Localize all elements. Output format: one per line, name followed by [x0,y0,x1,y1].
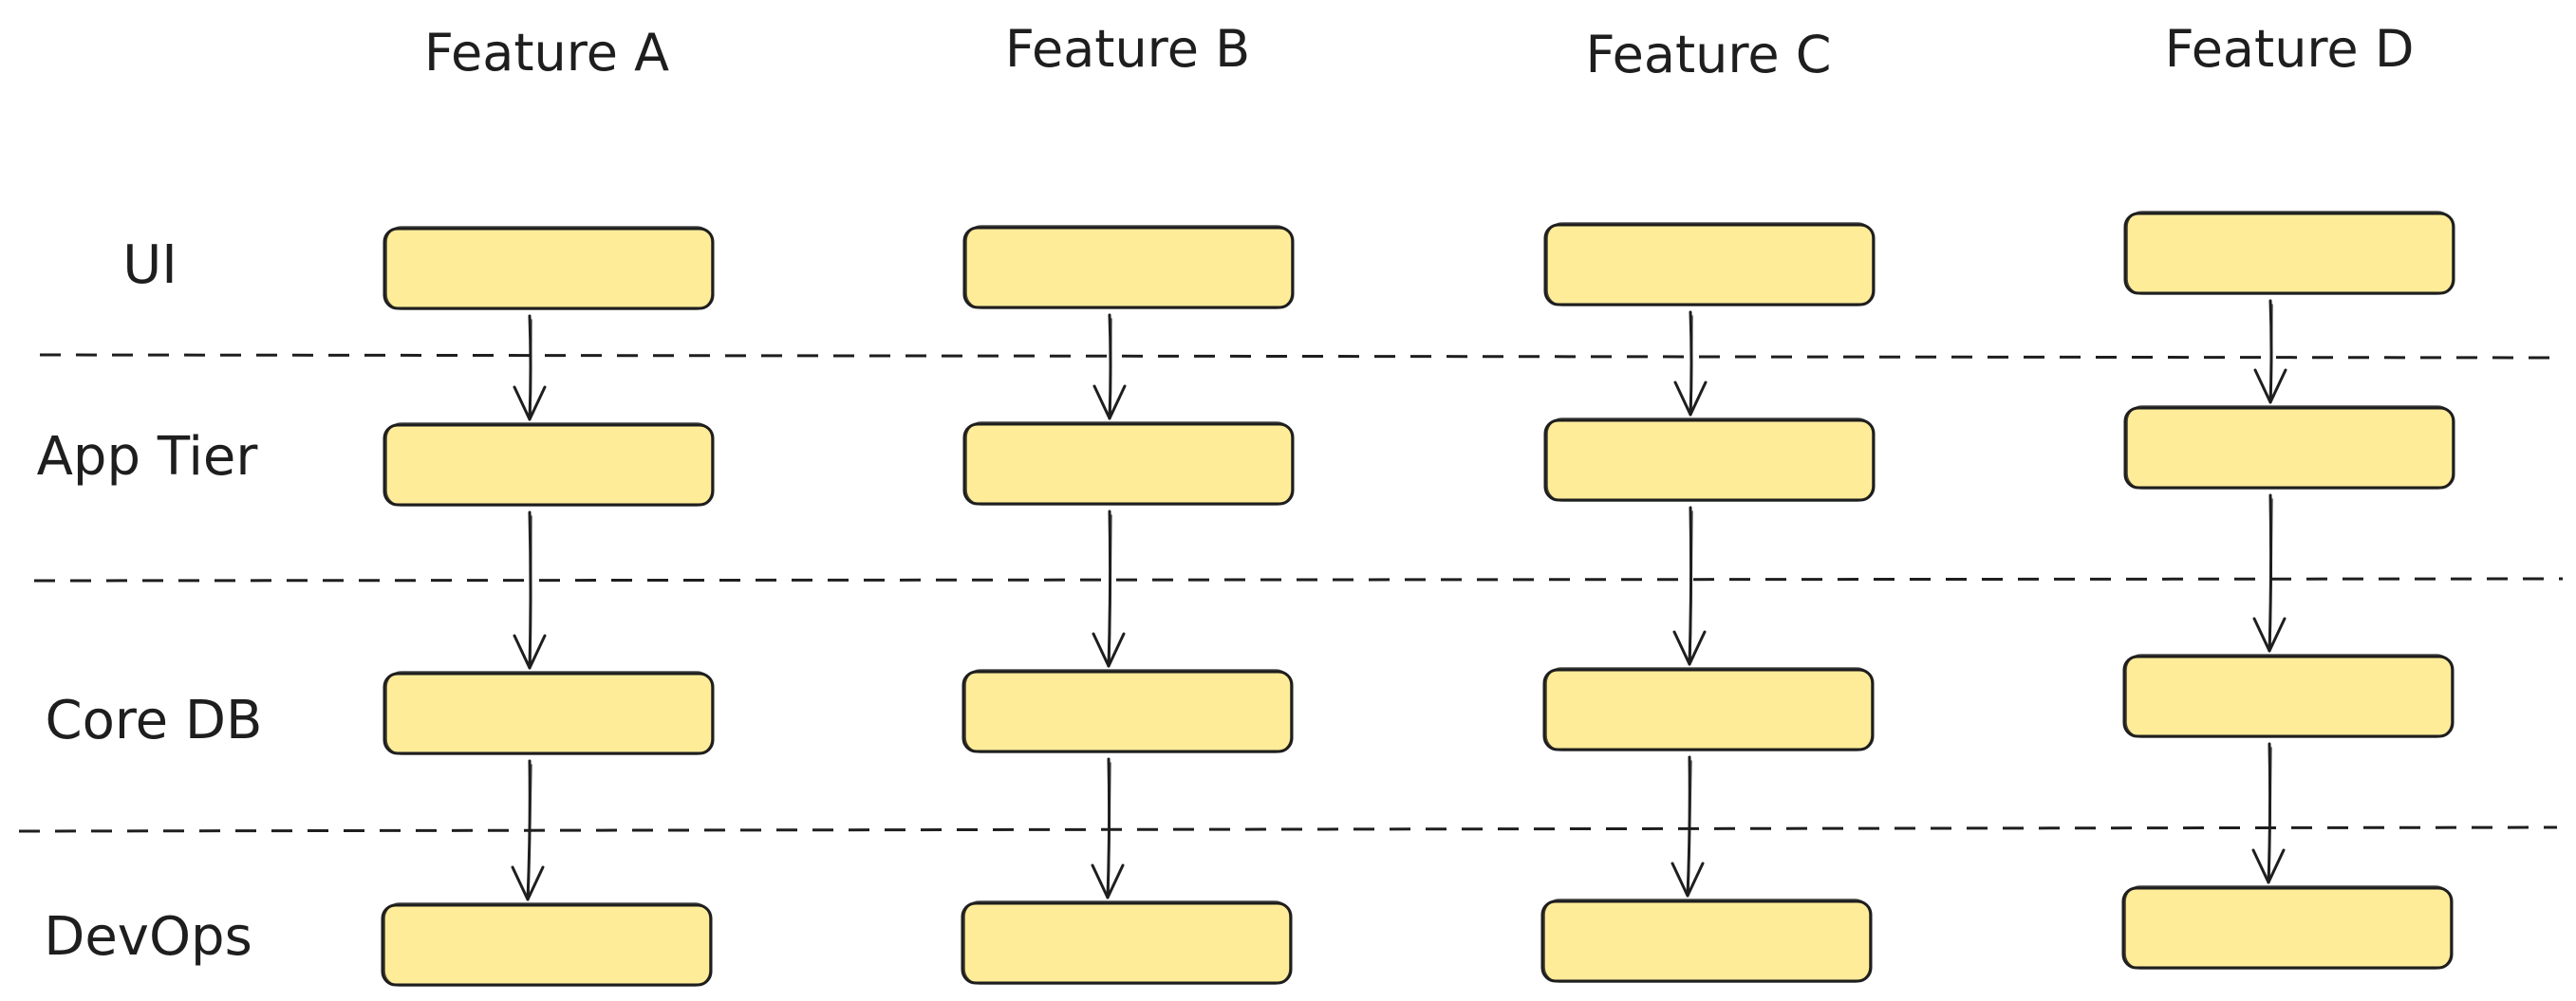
box-feature-c-app-tier [1543,417,1876,502]
row-label-core-db: Core DB [46,690,263,751]
arrow-feature-a-ui-to-app-tier [513,314,547,421]
box-feature-c-devops [1540,899,1873,983]
box-feature-a-ui [383,226,715,310]
arrow-feature-a-app-tier-to-core-db [513,510,547,670]
box-feature-d-devops [2121,885,2454,970]
box-feature-d-app-tier [2123,405,2455,490]
arrow-feature-d-core-db-to-devops [2251,742,2286,884]
box-feature-a-core-db [383,671,715,755]
box-feature-c-ui [1543,222,1876,306]
arrow-feature-c-core-db-to-devops [1671,755,1705,898]
lane-divider-1 [39,353,2556,360]
column-label-feature-c: Feature C [1586,25,1832,84]
arrow-feature-a-core-db-to-devops [511,759,545,901]
column-label-feature-d: Feature D [2165,19,2415,79]
lane-divider-3 [18,825,2558,833]
arrow-feature-d-app-tier-to-core-db [2252,493,2287,653]
column-label-feature-a: Feature A [424,23,669,83]
box-grid [381,211,2455,987]
box-feature-b-core-db [961,669,1294,753]
arrow-feature-b-core-db-to-devops [1091,757,1125,899]
row-label-app-tier: App Tier [37,426,259,488]
arrow-feature-c-ui-to-app-tier [1673,310,1708,417]
arrow-set [511,299,2287,901]
row-label-devops: DevOps [44,906,252,968]
lane-divider-2 [33,577,2564,583]
box-feature-b-devops [961,900,1293,985]
box-feature-d-core-db [2122,654,2455,738]
arrow-feature-b-ui-to-app-tier [1092,313,1127,420]
box-feature-a-app-tier [383,422,715,507]
column-label-feature-b: Feature B [1005,19,1250,79]
box-feature-d-ui [2123,211,2455,295]
arrow-feature-c-app-tier-to-core-db [1672,506,1707,666]
box-feature-c-core-db [1542,667,1875,751]
box-feature-a-devops [381,902,713,987]
box-feature-b-app-tier [962,421,1295,506]
arrow-feature-d-ui-to-app-tier [2253,299,2287,404]
row-label-ui: UI [122,234,177,296]
arrow-feature-b-app-tier-to-core-db [1092,510,1126,668]
box-feature-b-ui [962,225,1295,309]
